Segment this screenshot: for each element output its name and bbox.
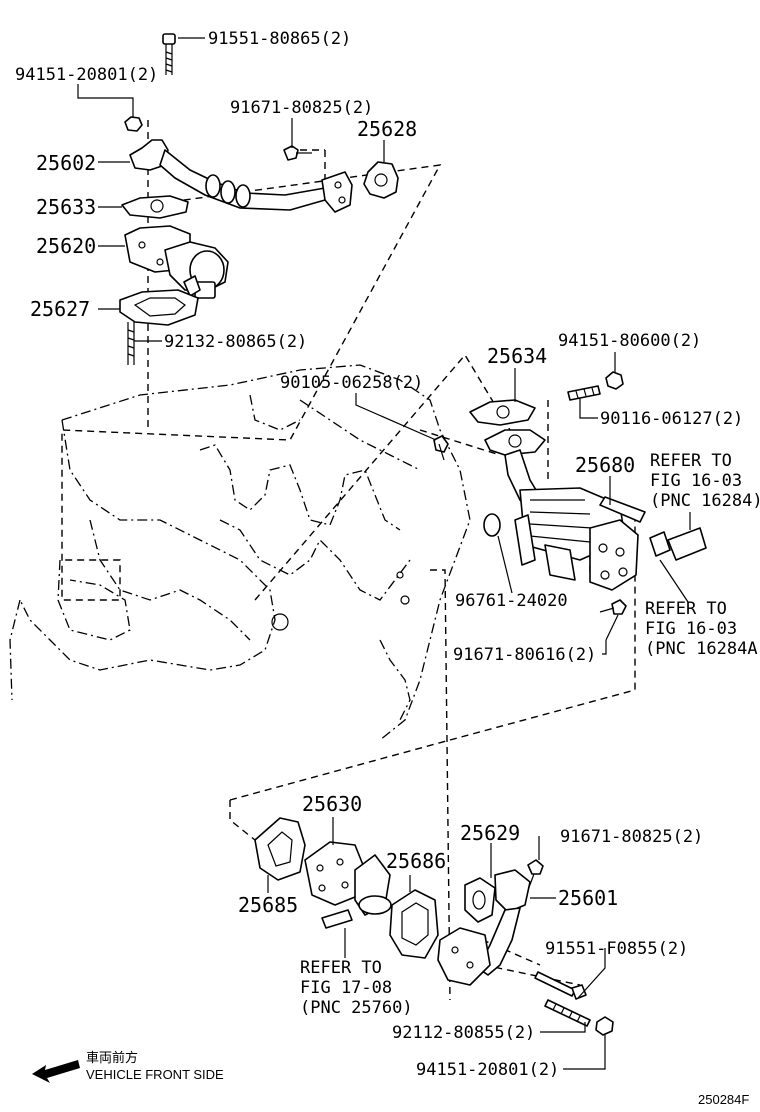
nut-94151-80600[interactable] xyxy=(605,371,624,390)
leader-lines xyxy=(77,37,691,1070)
nut-94151-20801-bot[interactable] xyxy=(595,1016,614,1036)
gasket-25627[interactable] xyxy=(119,289,199,326)
stud-92112-80855[interactable] xyxy=(544,999,591,1027)
label-25628: 25628 xyxy=(357,117,417,141)
refer1-line2: FIG 16-03 xyxy=(650,471,742,491)
nut-94151-20801-top[interactable] xyxy=(124,116,143,132)
refer2-line3: (PNC 16284A) xyxy=(645,639,760,659)
arrow-left-icon xyxy=(32,1060,80,1083)
gasket-25633[interactable] xyxy=(121,195,189,219)
label-96761-24020: 96761-24020 xyxy=(455,591,568,611)
label-94151-20801-bot: 94151-20801(2) xyxy=(416,1060,559,1080)
bolt-91551-80865[interactable] xyxy=(162,33,176,75)
label-25601: 25601 xyxy=(558,886,618,910)
label-94151-20801-top: 94151-20801(2) xyxy=(15,65,158,85)
bolt-91671-80825-top[interactable] xyxy=(283,145,312,161)
refer2-line2: FIG 16-03 xyxy=(645,619,737,639)
label-90105-06258: 90105-06258(2) xyxy=(280,373,423,393)
label-25685: 25685 xyxy=(238,893,298,917)
label-25630: 25630 xyxy=(302,792,362,816)
gasket-25629[interactable] xyxy=(464,877,496,923)
gasket-25628[interactable] xyxy=(363,161,399,199)
egr-cooler-25680[interactable] xyxy=(504,449,646,591)
label-94151-80600: 94151-80600(2) xyxy=(558,331,701,351)
refer3-line1: REFER TO xyxy=(300,958,382,978)
label-25627: 25627 xyxy=(30,297,90,321)
label-25620: 25620 xyxy=(36,234,96,258)
part-labels: 91551-80865(2) 94151-20801(2) 91671-8082… xyxy=(15,29,760,1080)
bolt-91671-80616[interactable] xyxy=(599,599,627,615)
pipe-25601[interactable] xyxy=(437,869,531,986)
o-ring-96761-24020[interactable] xyxy=(483,513,501,537)
gasket-25634[interactable] xyxy=(469,399,546,456)
label-25634: 25634 xyxy=(487,344,547,368)
front-en-label: VEHICLE FRONT SIDE xyxy=(86,1067,224,1082)
label-91551-80865: 91551-80865(2) xyxy=(208,29,351,49)
refer1-line1: REFER TO xyxy=(650,451,732,471)
hose-16284[interactable] xyxy=(649,527,707,561)
vehicle-front-indicator: 車両前方 VEHICLE FRONT SIDE xyxy=(32,1050,224,1083)
label-91551-F0855: 91551-F0855(2) xyxy=(545,939,688,959)
label-25686: 25686 xyxy=(386,849,446,873)
refer1-line3: (PNC 16284) xyxy=(650,491,760,511)
egr-valve-25630[interactable] xyxy=(304,841,392,916)
refer2-line1: REFER TO xyxy=(645,599,727,619)
refer3-line3: (PNC 25760) xyxy=(300,998,413,1018)
bolt-90105-06258[interactable] xyxy=(433,435,449,461)
pipe-25602[interactable] xyxy=(129,139,353,213)
gasket-25686[interactable] xyxy=(389,889,439,959)
label-25629: 25629 xyxy=(460,821,520,845)
label-91671-80825-top: 91671-80825(2) xyxy=(230,98,373,118)
stud-92132-80865[interactable] xyxy=(127,322,135,365)
pipe-25760[interactable] xyxy=(321,909,353,929)
label-91671-80616: 91671-80616(2) xyxy=(453,645,596,665)
front-jp-label: 車両前方 xyxy=(86,1050,138,1065)
label-92112-80855: 92112-80855(2) xyxy=(392,1023,535,1043)
figure-code: 250284F xyxy=(698,1092,749,1107)
label-92132-80865: 92132-80865(2) xyxy=(164,332,307,352)
bolt-91551-F0855[interactable] xyxy=(534,971,587,1000)
bolt-91671-80825-bot[interactable] xyxy=(527,859,544,891)
engine-outline xyxy=(9,364,471,741)
gasket-25685[interactable] xyxy=(254,817,306,881)
egr-valve-25620[interactable] xyxy=(124,225,229,299)
label-25680: 25680 xyxy=(575,453,635,477)
stud-90116-06127[interactable] xyxy=(567,385,601,401)
label-90116-06127: 90116-06127(2) xyxy=(600,409,743,429)
label-25602: 25602 xyxy=(36,151,96,175)
label-91671-80825-bot: 91671-80825(2) xyxy=(560,827,703,847)
refer3-line2: FIG 17-08 xyxy=(300,978,392,998)
label-25633: 25633 xyxy=(36,195,96,219)
